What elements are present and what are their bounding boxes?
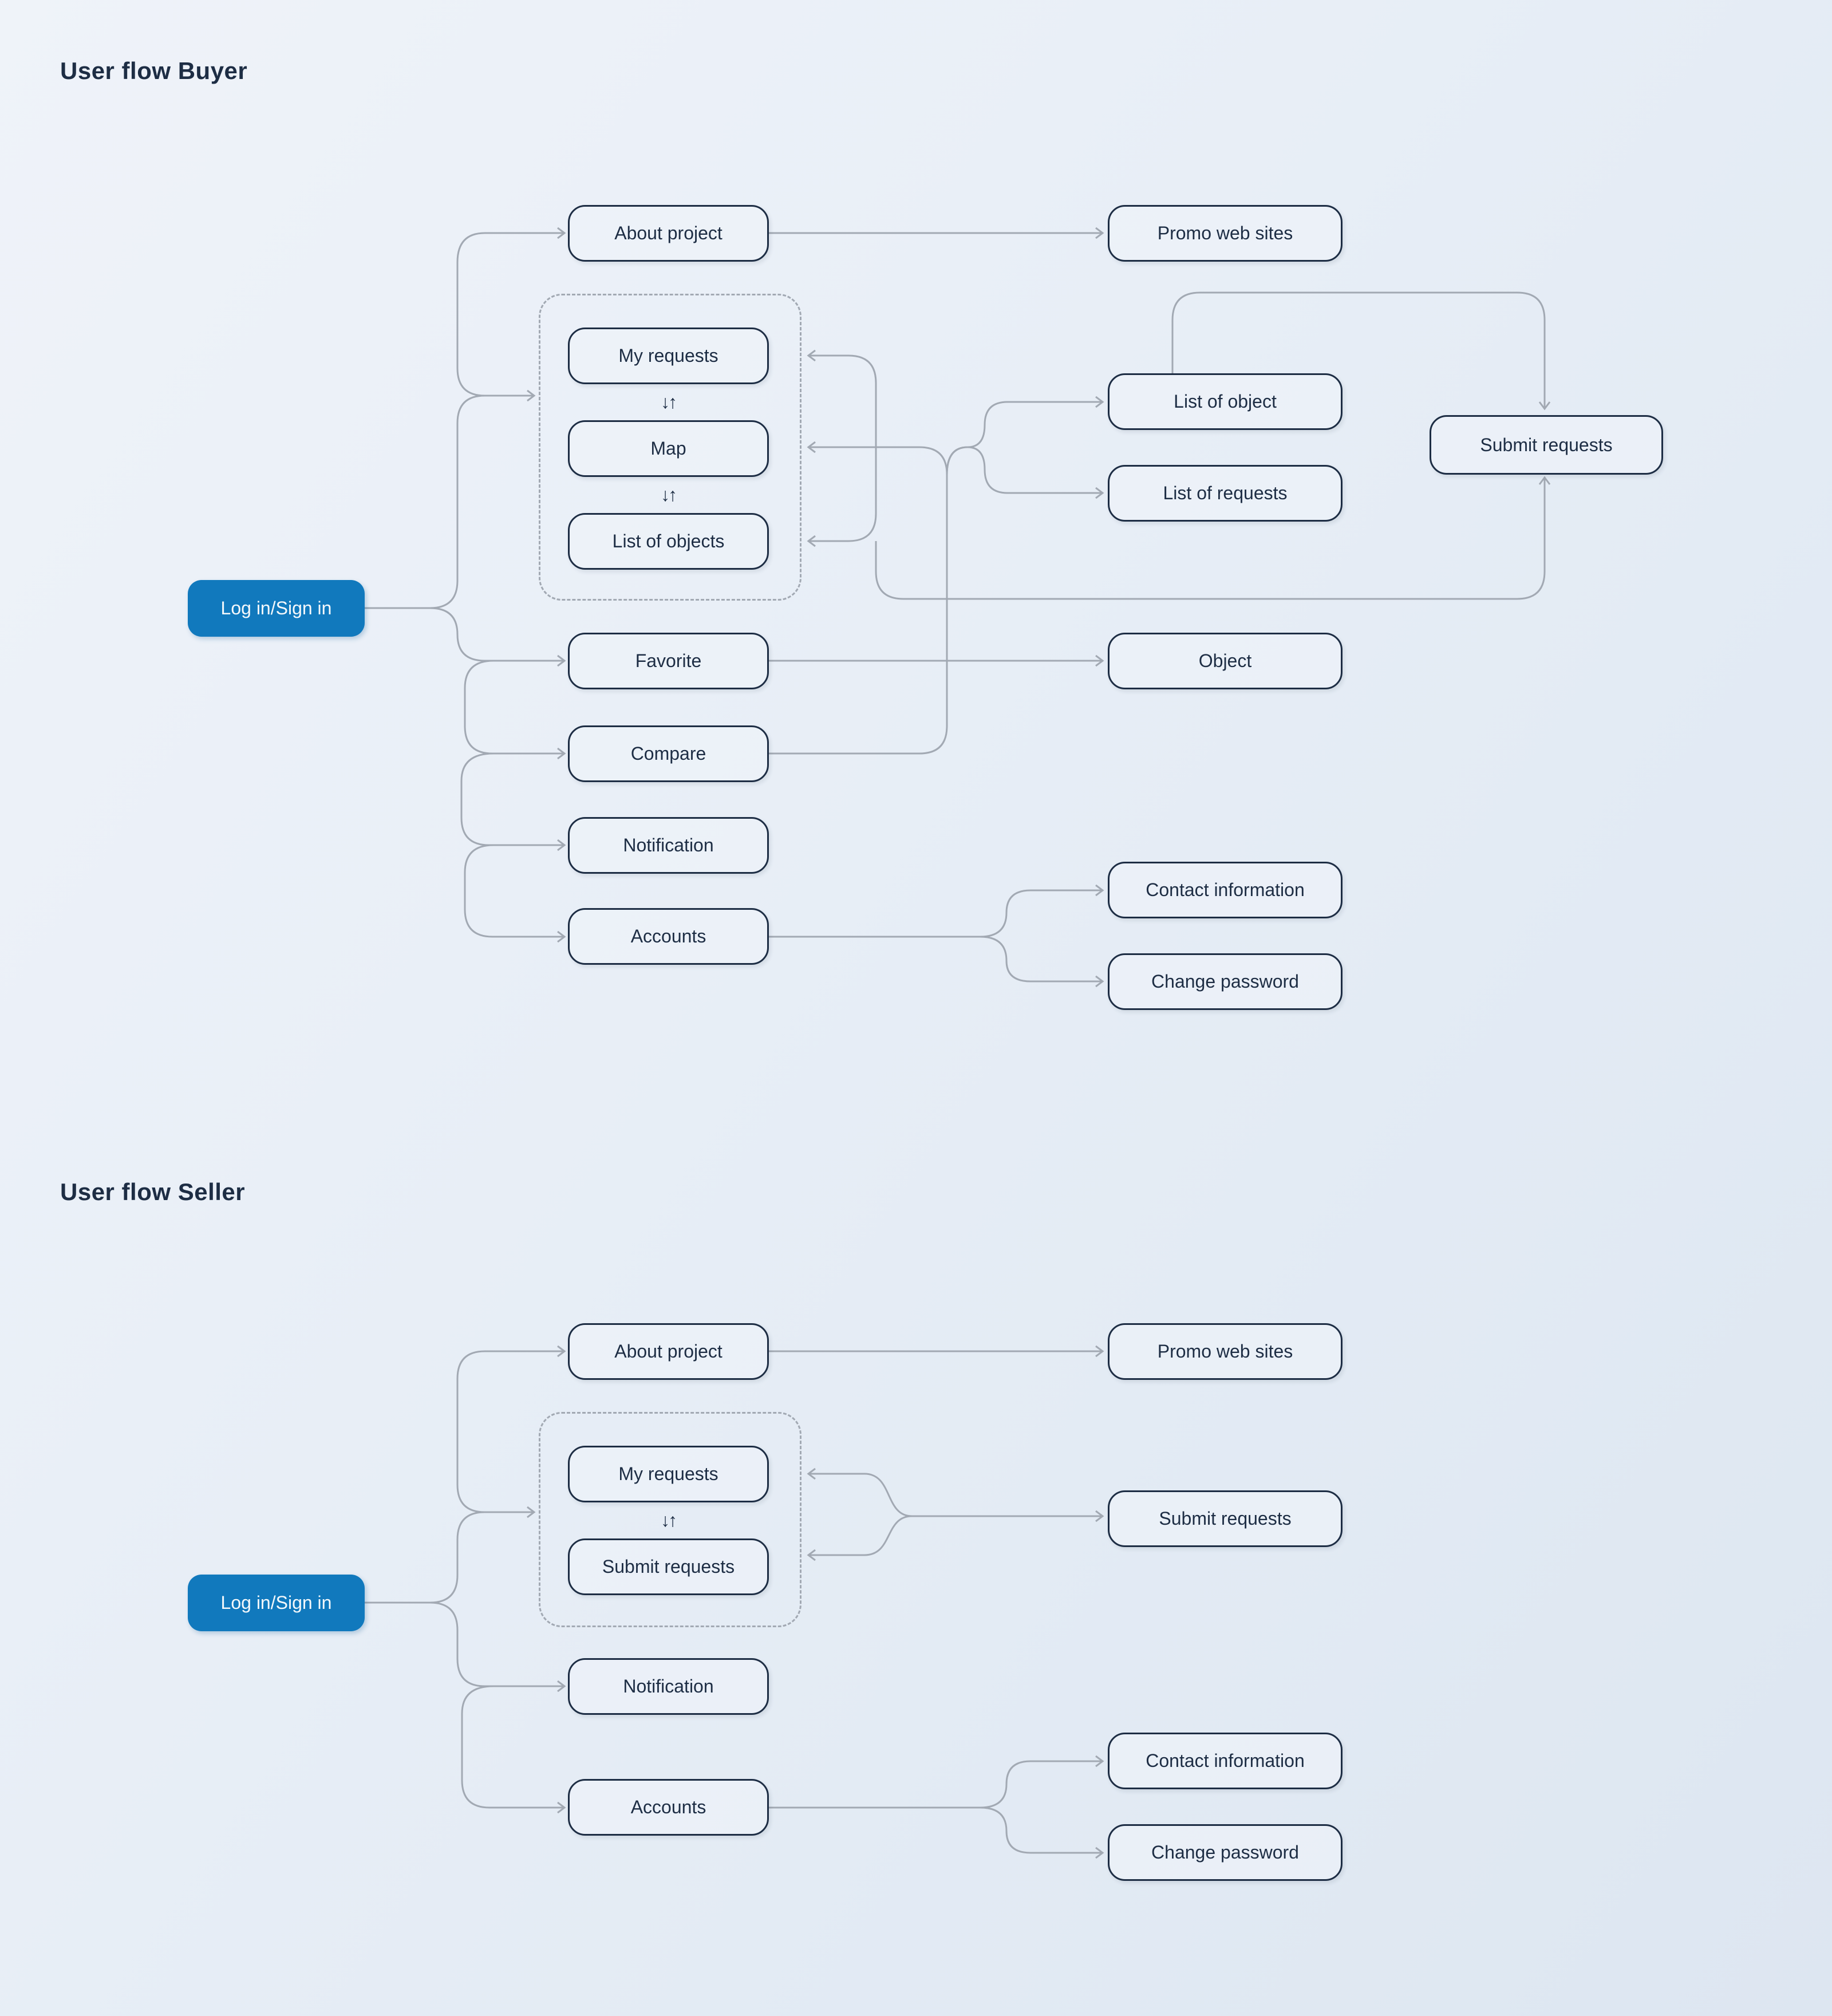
connector-buyer-fork-listrequests [946,446,1104,499]
connector-seller-login-accounts [461,1685,566,1814]
buyer-node-accounts[interactable]: Accounts [568,908,769,965]
buyer-node-object[interactable]: Object [1108,633,1343,689]
buyer-node-notification[interactable]: Notification [568,817,769,874]
buyer-node-list-of-objects[interactable]: List of objects [568,513,769,570]
connector-seller-trunk-merge [456,1484,485,1513]
sync-arrows-icon: ↓↑ [661,1509,677,1530]
buyer-node-submit-requests[interactable]: Submit requests [1430,415,1663,475]
buyer-node-list-of-requests[interactable]: List of requests [1108,465,1343,522]
seller-node-notification[interactable]: Notification [568,1658,769,1715]
connector-seller-accounts-contact [769,1755,1104,1809]
connector-buyer-feedback-listobjects [807,513,877,547]
connector-buyer-login-notification [460,752,566,851]
connector-buyer-login-dashedgroup [365,389,536,609]
buyer-node-list-of-object[interactable]: List of object [1108,373,1343,430]
sync-arrows-icon: ↓↑ [661,484,677,505]
buyer-node-about-project[interactable]: About project [568,205,769,262]
connector-seller-fork-myrequests [807,1467,913,1517]
connector-buyer-trunk-merge [456,368,485,397]
connector-buyer-login-compare [464,660,566,760]
seller-node-about-project[interactable]: About project [568,1323,769,1380]
buyer-dashed-group [539,294,802,601]
connector-seller-login-dashedgroup [365,1506,536,1604]
buyer-node-map[interactable]: Map [568,420,769,477]
connector-seller-fork-submitinner [807,1515,913,1561]
connector-buyer-login-favorite [365,607,566,667]
connector-seller-login-notification [365,1601,566,1693]
buyer-node-compare[interactable]: Compare [568,725,769,782]
connector-buyer-accounts-contact [769,884,1104,938]
buyer-node-change-password[interactable]: Change password [1108,953,1343,1010]
seller-node-contact-information[interactable]: Contact information [1108,1733,1343,1789]
buyer-node-promo-web-sites[interactable]: Promo web sites [1108,205,1343,262]
connector-buyer-feedback-myrequests [807,349,877,384]
seller-node-my-requests[interactable]: My requests [568,1446,769,1502]
buyer-login-node[interactable]: Log in/Sign in [188,580,365,637]
sync-arrows-icon: ↓↑ [661,391,677,412]
connector-buyer-accounts-password [769,936,1104,988]
buyer-node-my-requests[interactable]: My requests [568,328,769,384]
seller-node-accounts[interactable]: Accounts [568,1779,769,1836]
seller-node-submit-requests[interactable]: Submit requests [1108,1490,1343,1547]
seller-node-submit-requests-inner[interactable]: Submit requests [568,1538,769,1595]
seller-dashed-group [539,1412,802,1627]
buyer-section-title: User flow Buyer [60,57,248,84]
seller-section-title: User flow Seller [60,1178,246,1205]
connector-buyer-fork-listobject [946,396,1104,475]
buyer-node-contact-information[interactable]: Contact information [1108,862,1343,918]
connector-buyer-login-accounts [464,844,566,943]
seller-login-node[interactable]: Log in/Sign in [188,1575,365,1631]
connector-seller-accounts-password [769,1806,1104,1859]
seller-node-change-password[interactable]: Change password [1108,1824,1343,1881]
seller-node-promo-web-sites[interactable]: Promo web sites [1108,1323,1343,1380]
buyer-node-favorite[interactable]: Favorite [568,633,769,689]
